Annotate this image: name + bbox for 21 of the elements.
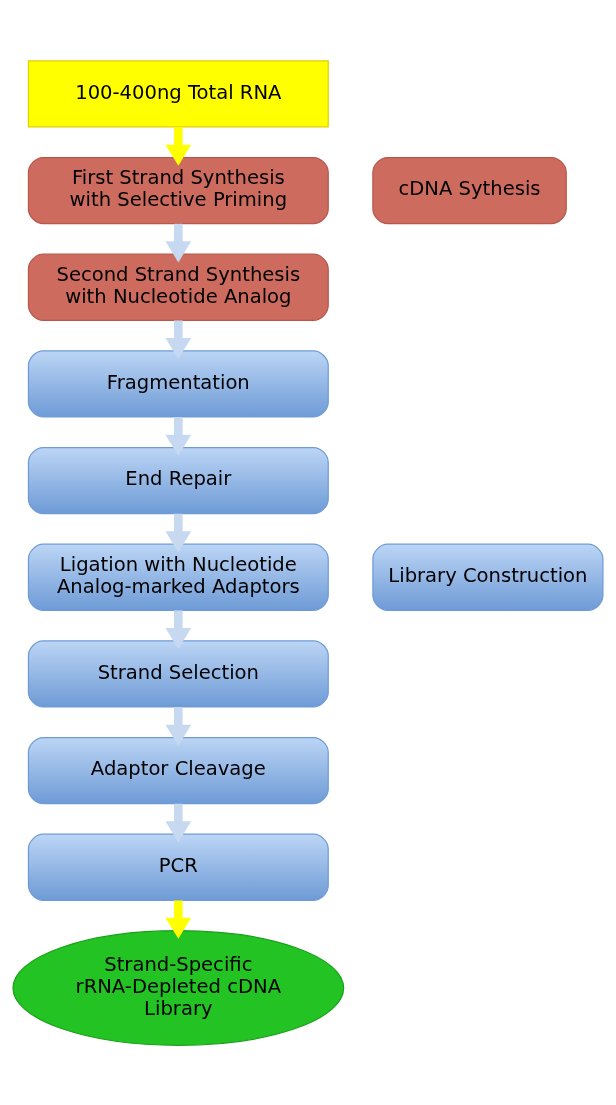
- node-box: Adaptor Cleavage: [27, 736, 329, 804]
- node-ellipse: Strand-Specific rRNA-Depleted cDNA Library: [12, 929, 345, 1046]
- arrow: [165, 223, 192, 262]
- arrow: [165, 803, 192, 842]
- arrow: [165, 319, 192, 359]
- arrow: [165, 900, 192, 939]
- node-box: 100-400ng Total RNA: [27, 59, 329, 128]
- node-box: First Strand Synthesis with Selective Priming: [27, 156, 329, 224]
- node-box: Ligation with Nucleotide Analog-marked Adaptors: [27, 543, 329, 611]
- node-box: Second Strand Synthesis with Nucleotide Analog: [27, 253, 329, 321]
- node-box: Library Construction: [372, 543, 604, 611]
- node-box: Strand Selection: [27, 639, 329, 708]
- arrow: [165, 126, 192, 166]
- arrow: [165, 706, 192, 746]
- node-box: Fragmentation: [27, 349, 329, 418]
- arrow: [165, 416, 192, 456]
- arrow: [165, 609, 192, 649]
- node-box: PCR: [27, 833, 329, 901]
- arrow: [165, 513, 192, 552]
- node-box: End Repair: [27, 446, 329, 514]
- node-box: cDNA Sythesis: [372, 156, 567, 224]
